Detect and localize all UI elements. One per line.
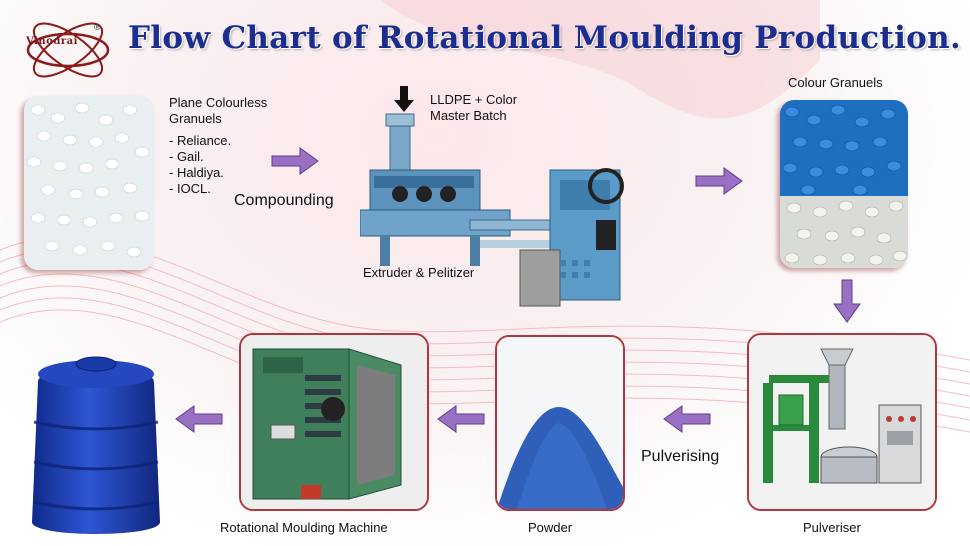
company-logo: [26, 22, 110, 78]
compounding-label: Compounding: [234, 192, 334, 209]
extruder-label: Extruder & Pelitizer: [363, 265, 475, 280]
colourless-granules-image: [24, 96, 154, 270]
powder-label: Powder: [528, 520, 573, 535]
logo-text: Vinodrai: [26, 36, 78, 47]
water-tank-image: [32, 356, 160, 534]
arrow-down-icon: [833, 279, 861, 323]
machine-label: Rotational Moulding Machine: [220, 520, 388, 535]
arrow-down-icon: [394, 86, 414, 112]
powder-image: [495, 335, 625, 511]
arrow-left-icon: [437, 405, 485, 433]
pulveriser-image: [747, 333, 937, 511]
supplier-list: - Reliance. - Gail. - Haldiya. - IOCL.: [169, 133, 231, 197]
registered-mark: ®: [94, 22, 101, 32]
colour-granules-label: Colour Granuels: [788, 75, 883, 90]
arrow-left-icon: [175, 405, 223, 433]
pulveriser-label: Pulveriser: [803, 520, 861, 535]
supplier-item: - Reliance.: [169, 133, 232, 148]
arrow-right-icon: [271, 147, 319, 175]
supplier-item: - Haldiya.: [169, 165, 224, 180]
raw-material-heading: Plane Colourless Granuels: [169, 95, 268, 126]
pulverising-label: Pulverising: [641, 448, 720, 465]
arrow-left-icon: [663, 405, 711, 433]
extruder-pelletizer-image: [360, 113, 624, 307]
page-title: Flow Chart of Rotational Moulding Produc…: [128, 20, 962, 56]
extruder-input-label: LLDPE + Color Master Batch: [430, 92, 518, 123]
supplier-item: - IOCL.: [169, 181, 211, 196]
supplier-item: - Gail.: [169, 149, 204, 164]
rotational-moulding-machine-image: [239, 333, 429, 511]
colour-granules-image: [780, 100, 908, 268]
arrow-right-icon: [695, 167, 743, 195]
